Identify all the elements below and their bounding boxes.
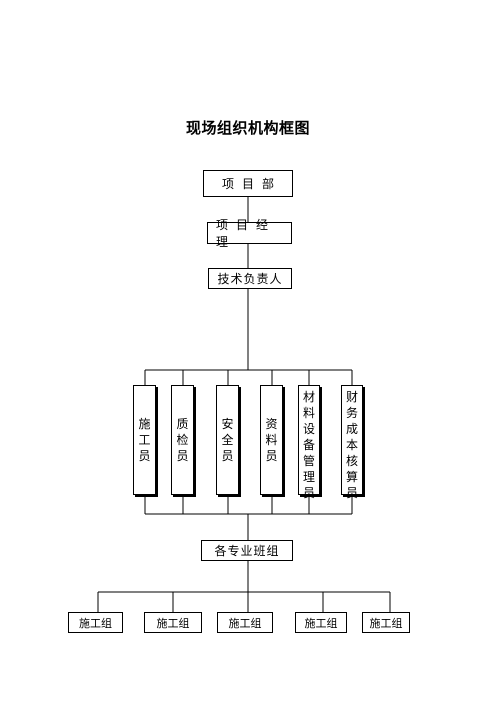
diagram-title: 现场组织机构框图 [185, 119, 310, 137]
node-tech-lead: 技术负责人 [208, 268, 292, 289]
staff-char: 财 [345, 390, 358, 404]
staff-char: 员 [265, 449, 278, 463]
staff-char: 管 [302, 454, 315, 468]
staff-char: 质 [176, 417, 189, 431]
staff-char: 员 [302, 486, 315, 500]
node-group: 施工组 [295, 612, 347, 633]
staff-char: 员 [345, 486, 358, 500]
staff-char: 施 [138, 417, 151, 431]
staff-char: 员 [221, 449, 234, 463]
staff-char: 算 [345, 470, 358, 484]
staff-char: 核 [345, 454, 358, 468]
staff-char: 全 [221, 433, 234, 447]
node-staff: 财务成本核算员 [341, 385, 363, 500]
staff-char: 理 [302, 470, 315, 484]
node-group: 施工组 [68, 612, 123, 633]
staff-char: 资 [265, 417, 278, 431]
staff-char: 工 [138, 433, 151, 447]
node-teams-head: 各专业班组 [201, 540, 293, 561]
staff-char: 务 [345, 406, 358, 420]
node-project-manager: 项目经理 [207, 218, 292, 249]
node-group: 施工组 [144, 612, 202, 633]
node-staff: 施工员 [133, 385, 156, 495]
staff-char: 安 [221, 417, 234, 431]
staff-char: 检 [176, 433, 189, 447]
node-staff: 安全员 [216, 385, 239, 495]
node-staff: 质检员 [171, 385, 194, 495]
staff-char: 备 [302, 438, 315, 452]
staff-char: 员 [176, 449, 189, 463]
node-staff: 材料设备管理员 [298, 385, 320, 500]
staff-char: 员 [138, 449, 151, 463]
staff-char: 本 [345, 438, 358, 452]
staff-char: 成 [345, 422, 358, 436]
node-group: 施工组 [217, 612, 273, 633]
staff-char: 材 [302, 390, 315, 404]
staff-char: 设 [302, 422, 315, 436]
node-group: 施工组 [362, 612, 410, 633]
staff-char: 料 [265, 433, 278, 447]
staff-char: 料 [302, 406, 315, 420]
node-project-dept: 项目部 [203, 170, 293, 197]
node-staff: 资料员 [260, 385, 283, 495]
